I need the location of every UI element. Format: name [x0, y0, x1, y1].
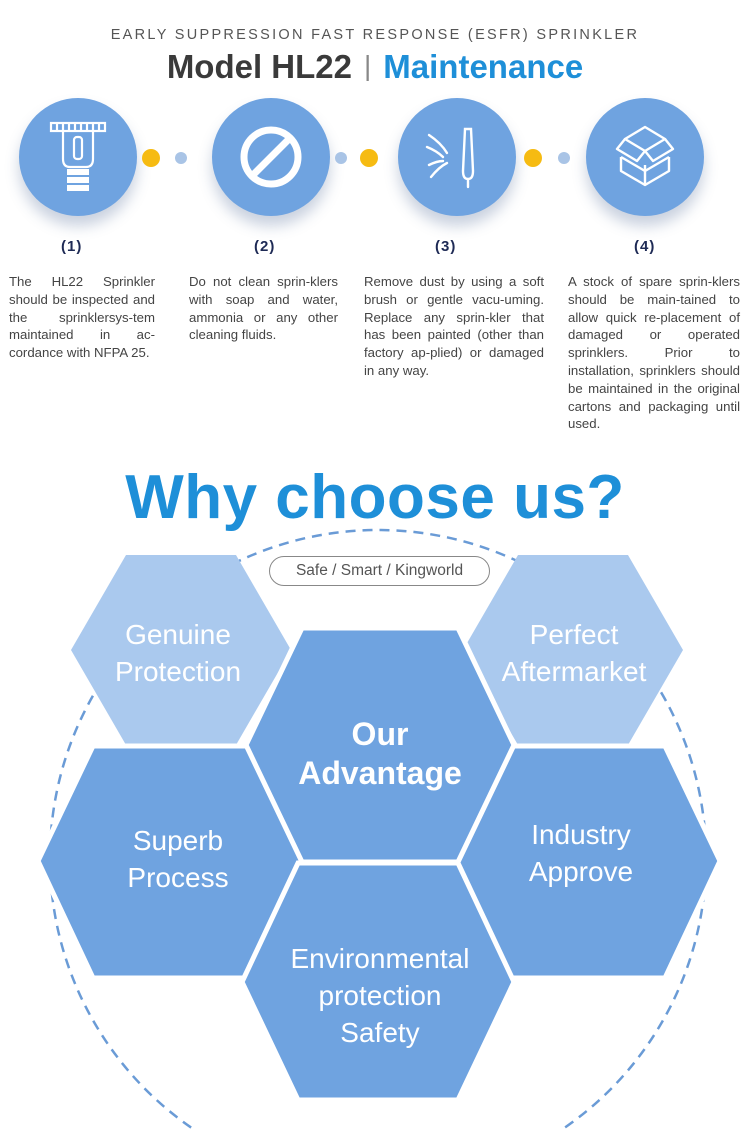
title-model: Model HL22 — [166, 48, 353, 85]
title-separator: | — [364, 50, 372, 81]
step-3-circle — [398, 98, 516, 216]
step-2-text: Do not clean sprin-klers with soap and w… — [189, 274, 338, 343]
hex-genuine — [71, 555, 291, 745]
why-heading: Why choose us? — [125, 463, 625, 532]
step-3-text: Remove dust by using a soft brush or gen… — [364, 274, 544, 378]
step-1-circle — [19, 98, 137, 216]
step-1-number: (1) — [61, 238, 83, 255]
step-2-circle — [212, 98, 330, 216]
tagline-pill: Safe / Smart / Kingworld — [269, 556, 490, 586]
hex-perfect — [463, 555, 683, 745]
sprinkler-icon — [49, 121, 107, 191]
brush-icon — [425, 127, 475, 189]
step-4-text: A stock of spare sprin-klers should be m… — [568, 274, 740, 432]
connector-dot — [360, 149, 378, 167]
hex-center — [243, 625, 517, 865]
step-1-text: The HL22 Sprinkler should be inspected a… — [9, 274, 155, 361]
connector-dot — [524, 149, 542, 167]
header-subtitle: EARLY SUPPRESSION FAST RESPONSE (ESFR) S… — [110, 27, 640, 43]
step-4-number: (4) — [634, 238, 656, 255]
connector-dot — [175, 152, 187, 164]
connector-dot — [558, 152, 570, 164]
step-4-circle — [586, 98, 704, 216]
step-2-number: (2) — [254, 238, 276, 255]
page-title: Model HL22 | Maintenance — [0, 48, 750, 86]
connector-dot — [142, 149, 160, 167]
prohibited-icon — [240, 126, 302, 188]
step-3-number: (3) — [435, 238, 457, 255]
title-section: Maintenance — [383, 48, 584, 85]
connector-dot — [335, 152, 347, 164]
boxes-icon — [615, 125, 675, 187]
